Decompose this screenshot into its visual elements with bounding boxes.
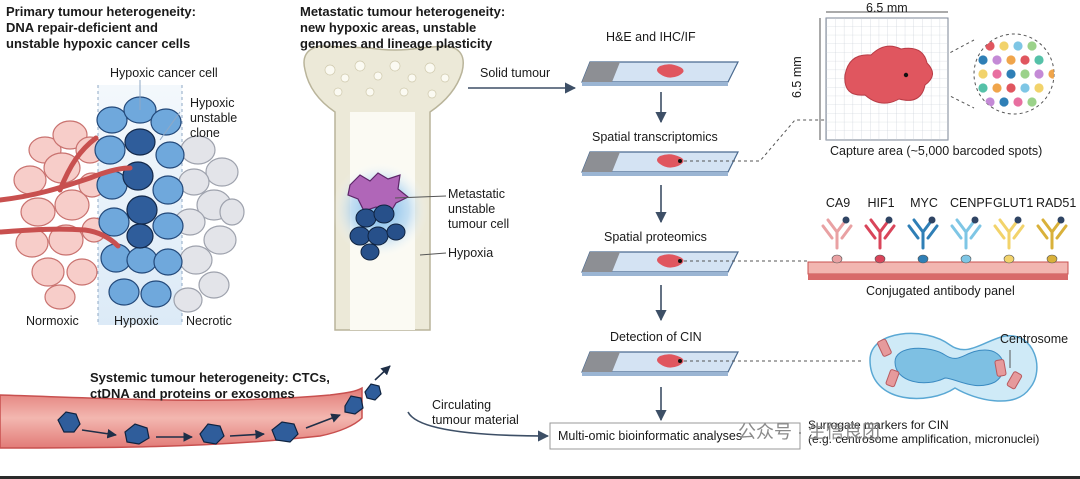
antibody-label-rad51: RAD51 bbox=[1036, 196, 1077, 210]
label-hypoxic-cancer-cell: Hypoxic cancer cell bbox=[110, 66, 218, 80]
metastatic-tumour-cells bbox=[349, 204, 406, 261]
slides bbox=[581, 61, 739, 376]
metastatic-panel-title: Metastatic tumour heterogeneity: new hyp… bbox=[300, 4, 506, 51]
antibody-label-hif1: HIF1 bbox=[867, 196, 895, 210]
antibody-markers bbox=[821, 216, 1068, 264]
bone-trabeculae bbox=[324, 60, 450, 99]
label-solid-tumour: Solid tumour bbox=[480, 66, 551, 80]
label-metastatic-cell: Metastatic unstable tumour cell bbox=[448, 187, 510, 231]
metastatic-bone-illustration bbox=[303, 45, 464, 331]
primary-tumour-illustration bbox=[0, 80, 245, 325]
antibody-panel-caption: Conjugated antibody panel bbox=[866, 284, 1015, 298]
label-hypoxic-unstable-clone: Hypoxic unstable clone bbox=[190, 96, 238, 140]
watermark: 公众号 · 生信良团 bbox=[738, 422, 880, 442]
label-circulating: Circulating tumour material bbox=[432, 398, 519, 427]
antibody-panel bbox=[807, 216, 1069, 280]
slide-he bbox=[581, 61, 739, 86]
antibody-label-ca9: CA9 bbox=[825, 196, 851, 210]
tissue-section bbox=[844, 45, 933, 104]
systemic-vessel-illustration bbox=[0, 365, 391, 449]
antibody-label-myc: MYC bbox=[910, 196, 938, 210]
antibody-label-cenpf: CENPF bbox=[950, 196, 993, 210]
multiomic-box bbox=[549, 422, 801, 450]
antibody-label-glut1: GLUT1 bbox=[993, 196, 1034, 210]
centrosomes bbox=[877, 338, 1023, 390]
cin-cell bbox=[869, 332, 1038, 402]
label-surrogate-markers: Surrogate markers for CIN (e.g. centroso… bbox=[808, 418, 1040, 446]
necrotic-cells bbox=[173, 135, 245, 313]
label-normoxic: Normoxic bbox=[26, 314, 79, 328]
capture-width-label: 6.5 mm bbox=[866, 1, 908, 15]
capture-caption: Capture area (~5,000 barcoded spots) bbox=[830, 144, 1043, 158]
hypoxic-cells bbox=[94, 96, 185, 308]
circulating-tumour-cells bbox=[57, 383, 382, 445]
slide-proteomics bbox=[581, 251, 739, 276]
metastatic-leaders bbox=[394, 195, 447, 256]
primary-vessels bbox=[0, 135, 133, 249]
ctc-flow-arrows bbox=[81, 365, 391, 442]
hypoxic-unstable-clone-cells bbox=[122, 128, 158, 249]
primary-panel-title: Primary tumour heterogeneity: DNA repair… bbox=[6, 4, 196, 51]
antibody-hif1 bbox=[864, 216, 896, 264]
workflow-arrows bbox=[407, 82, 667, 442]
step-he-ihc: H&E and IHC/IF bbox=[606, 30, 696, 44]
capture-height-label: 6.5 mm bbox=[790, 56, 804, 98]
label-hypoxic: Hypoxic bbox=[114, 314, 159, 328]
dimension-lines bbox=[819, 11, 948, 140]
conjugation-strip-base bbox=[808, 274, 1068, 280]
step-spatial-transcriptomics: Spatial transcriptomics bbox=[592, 130, 718, 144]
antibody-ca9 bbox=[821, 216, 853, 264]
antibody-glut1 bbox=[993, 216, 1025, 264]
label-hypoxia: Hypoxia bbox=[448, 246, 494, 260]
slide-cin bbox=[581, 351, 739, 376]
step-spatial-proteomics: Spatial proteomics bbox=[604, 230, 707, 244]
antibody-myc bbox=[907, 216, 939, 264]
systemic-panel-title: Systemic tumour heterogeneity: CTCs, ctD… bbox=[90, 370, 330, 401]
capture-area bbox=[819, 11, 1055, 141]
slide-transcriptomics bbox=[581, 151, 739, 176]
antibody-cenpf bbox=[950, 216, 982, 264]
antibody-rad51 bbox=[1036, 216, 1068, 264]
normoxic-cells bbox=[13, 120, 107, 310]
step-detection-cin: Detection of CIN bbox=[610, 330, 702, 344]
step-multiomic: Multi-omic bioinformatic analyses bbox=[558, 429, 743, 443]
conjugation-strip bbox=[807, 261, 1069, 275]
label-centrosome: Centrosome bbox=[1000, 332, 1069, 346]
label-necrotic: Necrotic bbox=[186, 314, 232, 328]
primary-leaders bbox=[139, 80, 181, 141]
